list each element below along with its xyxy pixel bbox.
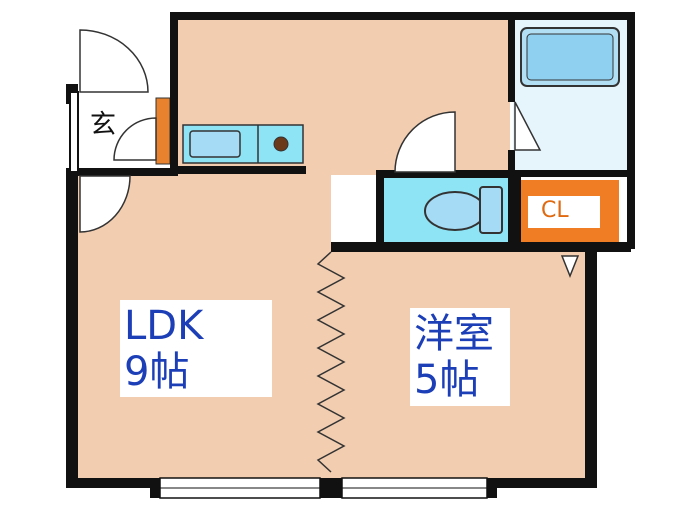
ldk-room-size: 9帖 [124,349,190,395]
ldk-room-name: LDK [124,303,204,349]
bathtub-inner [526,33,614,81]
window-ldk [159,477,321,499]
entrance-wall-left [69,91,79,173]
shoe-cabinet [155,97,171,165]
folding-partition [316,251,346,473]
bathroom-door [514,101,542,151]
ldk-door [79,175,131,233]
western-room-size: 5帖 [414,357,480,403]
toilet-bowl-icon [424,191,486,231]
toilet-door [394,111,456,173]
closet-inner [528,196,600,228]
western-label-box [410,308,510,406]
sink-icon [189,130,241,158]
entrance-door [79,29,149,93]
entrance-label: 玄 [90,110,117,140]
closet-label: CL [541,198,569,223]
entrance-inner-door [113,117,157,161]
ldk-label-box [120,300,272,397]
toilet-tank-icon [479,186,503,234]
window-western [341,477,488,499]
stove-burner-icon [273,136,289,152]
closet-door [560,255,580,279]
western-room-name: 洋室 [414,311,494,357]
